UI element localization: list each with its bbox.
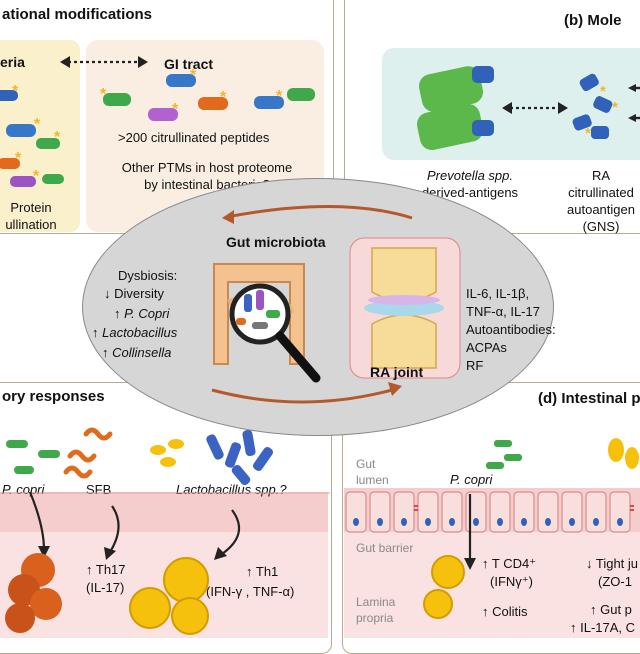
knee-joint-icon — [349, 237, 461, 379]
th1-line2: (IFN-γ , TNF-α) — [206, 584, 295, 599]
svg-text:*: * — [220, 89, 227, 106]
citrulline-star-icons-right: * * * * * — [100, 67, 283, 118]
tight-junction-marks — [414, 505, 634, 511]
rf-label: RF — [466, 358, 484, 373]
ra-joint-label: RA joint — [370, 364, 424, 380]
lamina-propria-d — [344, 532, 640, 638]
autoantibodies-label: Autoantibodies: — [466, 322, 556, 337]
panel-c-title: ory responses — [2, 388, 105, 405]
colitis-label: ↑ Colitis — [482, 604, 528, 619]
svg-text:*: * — [100, 86, 107, 103]
center-graphics — [211, 205, 461, 404]
svg-text:*: * — [172, 101, 179, 118]
gut-lumen-line2: lumen — [356, 473, 389, 487]
panel-b-title: (b) Mole — [564, 12, 622, 29]
th17-line2: (IL-17) — [86, 580, 125, 595]
panel-a-graphics: * * * * * * * * * * — [0, 56, 315, 187]
svg-text:*: * — [276, 88, 283, 105]
th1-cells-icon — [129, 557, 209, 635]
epithelial-cells-d — [345, 491, 631, 533]
citrullinated-peptides-text: >200 citrullinated peptides — [118, 130, 270, 145]
cycle-arrows-icon — [211, 205, 413, 404]
th17-line1: ↑ Th17 — [86, 562, 126, 577]
p-copri-arrow-icon — [464, 494, 476, 570]
bacteria-label: eria — [0, 54, 25, 70]
collinsella-increase: ↑ Collinsella — [102, 345, 172, 360]
cytokines-line2: TNF-α, IL-17 — [466, 304, 540, 319]
microbe-icons-d — [486, 438, 639, 469]
svg-text:*: * — [54, 129, 61, 146]
acpas-label: ACPAs — [466, 340, 507, 355]
signal-arrows-c — [28, 491, 241, 560]
ra-autoantigen-line3: autoantigen — [567, 202, 635, 217]
incoming-arrow-icon — [628, 84, 640, 122]
il17a-label: ↑ IL-17A, C — [570, 620, 636, 635]
microbe-icons-c — [6, 427, 273, 486]
svg-text:*: * — [585, 125, 591, 142]
panel-b-graphics: * * * — [416, 66, 640, 151]
tight-junction-line1: ↓ Tight ju — [586, 556, 639, 571]
protein-line2: ullination — [5, 217, 57, 232]
t-cd4-cells-icon — [423, 555, 465, 619]
citrulline-star-icons-left: * * * * * — [12, 83, 61, 185]
panel-c-graphics — [0, 427, 330, 635]
svg-text:*: * — [612, 99, 618, 116]
ra-autoantigen-line4: (GNS) — [582, 219, 620, 234]
svg-text:*: * — [15, 150, 22, 167]
svg-text:*: * — [34, 116, 41, 133]
double-arrow-icon — [60, 56, 148, 68]
gi-tract-label: GI tract — [164, 56, 214, 72]
magnifying-glass-icon — [229, 283, 321, 383]
lamina-propria-line1: Lamina — [356, 595, 396, 609]
center-ellipse — [82, 178, 554, 436]
tcd4-line2: (IFNγ⁺) — [490, 574, 533, 589]
p-copri-label-d: P. copri — [450, 472, 493, 487]
prevotella-line2: derived-antigens — [421, 185, 519, 200]
th1-line1: ↑ Th1 — [246, 564, 279, 579]
svg-text:*: * — [190, 67, 197, 84]
gut-permeability-label: ↑ Gut p — [590, 602, 632, 617]
svg-text:*: * — [33, 168, 40, 185]
epithelium-c — [0, 492, 328, 532]
tcd4-line1: ↑ T CD4⁺ — [482, 556, 537, 571]
lactobacillus-increase: ↑ Lactobacillus — [92, 325, 178, 340]
prevotella-line1: Prevotella spp. — [427, 168, 513, 183]
ra-autoantigen-line1: RA — [591, 168, 611, 183]
dysbiosis-label: Dysbiosis: — [118, 268, 178, 283]
gut-microbiota-label: Gut microbiota — [226, 234, 326, 250]
tight-junction-line2: (ZO-1 — [598, 574, 632, 589]
svg-text:*: * — [600, 83, 606, 100]
bacteria-cluster-left-icon — [0, 90, 64, 187]
gut-barrier-label: Gut barrier — [356, 541, 414, 555]
mimicry-arrow-icon — [502, 102, 568, 114]
panel-d-graphics — [345, 438, 639, 619]
lamina-propria-line2: propria — [356, 611, 394, 625]
p-copri-increase: ↑ P. Copri — [114, 306, 170, 321]
cell-nuclei-d — [353, 518, 623, 526]
prevotella-antigen-icon — [416, 66, 494, 151]
protein-line1: Protein — [10, 200, 52, 215]
diversity-label: ↓ Diversity — [104, 286, 164, 301]
gut-lumen-line1: Gut — [356, 457, 376, 471]
gns-autoantigen-icon — [572, 73, 613, 139]
th17-cells-icon — [5, 553, 62, 633]
panel-a-title: ational modifications — [2, 6, 153, 23]
ra-autoantigen-line2: citrullinated — [568, 185, 634, 200]
panel-d-title: (d) Intestinal p — [538, 390, 640, 407]
ptm-question-line1: Other PTMs in host proteome — [121, 160, 293, 175]
cytokines-line1: IL-6, IL-1β, — [466, 286, 530, 301]
svg-text:*: * — [12, 83, 19, 100]
bacteria-cluster-right-icon — [103, 74, 315, 121]
